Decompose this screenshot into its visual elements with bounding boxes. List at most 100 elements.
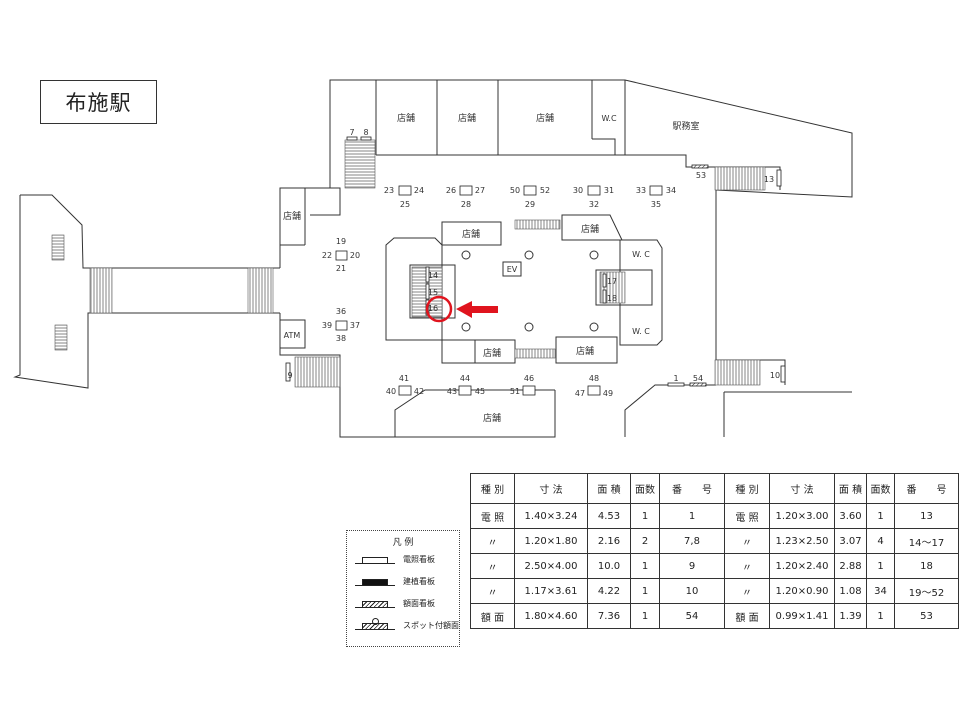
table-cell: 4 [866,528,895,554]
sign-number: 21 [336,264,346,273]
table-cell: 1 [866,603,895,629]
sign-number: 7 [349,128,354,137]
legend-item: 建植看板 [347,570,459,592]
sign-number: 29 [525,200,535,209]
sign-number: 52 [540,186,550,195]
sign-number: 17 [607,277,617,286]
station-name: 布施駅 [40,80,157,124]
legend-label: スポット付額面 [403,620,459,630]
legend-item: スポット付額面 [347,614,459,636]
table-cell: 〃 [724,553,770,579]
sign-numbers: 7 8 9 10 13 1 54 53 14 15 16 17 18 23 24… [287,128,780,398]
sign-number: 53 [696,171,706,180]
sign-number: 39 [322,321,332,330]
atm-label: ATM [284,331,301,340]
shop-label: 店舗 [581,223,599,235]
table-cell: 0.99×1.41 [769,603,835,629]
sign-number: 40 [386,387,396,396]
sign-plates [285,136,786,396]
column-header: 面 積 [587,473,631,504]
sign-number: 13 [764,175,774,184]
sign-number: 25 [400,200,410,209]
table-cell: 2.16 [587,528,631,554]
sign-number: 46 [524,374,534,383]
sign-number: 43 [447,387,457,396]
table-cell: 電 照 [470,503,515,529]
legend-item: 額面看板 [347,592,459,614]
table-cell: 4.53 [587,503,631,529]
sign-number: 34 [666,186,676,195]
sign-number: 27 [475,186,485,195]
table-cell: 14〜17 [894,528,959,554]
sign-number: 49 [603,389,613,398]
column-header: 面数 [866,473,895,504]
shop-label: 店舗 [458,112,476,124]
table-cell: 2.88 [834,553,867,579]
table-cell: 1 [866,553,895,579]
sign-number: 37 [350,321,360,330]
table-cell: 3.60 [834,503,867,529]
sign-number: 19 [336,237,346,246]
sign-number: 18 [607,294,617,303]
table-cell: 1.20×3.00 [769,503,835,529]
sign-number: 1 [673,374,678,383]
sign-number: 26 [446,186,456,195]
sign-number: 48 [589,374,599,383]
table-cell: 1.20×0.90 [769,578,835,604]
table-cell: 額 面 [470,603,515,629]
column-header: 番 号 [894,473,959,504]
column-header: 寸 法 [769,473,835,504]
sign-number: 24 [414,186,424,195]
table-cell: 〃 [724,528,770,554]
table-cell: 54 [659,603,725,629]
sign-number: 42 [414,387,424,396]
table-cell: 電 照 [724,503,770,529]
table-cell: 1 [659,503,725,529]
sign-number: 16 [428,304,438,313]
sign-number: 22 [322,251,332,260]
table-cell: 4.22 [587,578,631,604]
table-cell: 1.40×3.24 [514,503,588,529]
table-cell: 1.20×1.80 [514,528,588,554]
sign-number: 33 [636,186,646,195]
table-cell: 1 [866,503,895,529]
shop-label: 店舗 [397,112,415,124]
sign-number: 20 [350,251,360,260]
sign-number: 51 [510,387,520,396]
sign-number: 14 [428,271,438,280]
table-cell: 1.08 [834,578,867,604]
table-cell: 1.39 [834,603,867,629]
wc-label: W. C [632,250,650,259]
table-header-row: 種 別寸 法面 積面数番 号種 別寸 法面 積面数番 号 [470,473,959,504]
wc-label: W. C [632,327,650,336]
shop-label: 店舗 [536,112,554,124]
sign-number: 30 [573,186,583,195]
sign-number: 10 [770,371,780,380]
station-floor-plan: 店舗 店舗 店舗 W.C 駅務室 店舗 店舗 店舗 W. C W. C EV 店… [13,79,853,438]
sign-number: 35 [651,200,661,209]
table-cell: 1.17×3.61 [514,578,588,604]
table-cell: 18 [894,553,959,579]
legend-label: 電照看板 [403,554,435,564]
table-cell: 〃 [470,528,515,554]
table-cell: 2 [630,528,660,554]
column-header: 種 別 [470,473,515,504]
shop-label: 店舗 [283,210,301,222]
table-cell: 〃 [724,578,770,604]
legend-label: 建植看板 [403,576,435,586]
table-cell: 1 [630,503,660,529]
table-cell: 1.80×4.60 [514,603,588,629]
column-header: 面数 [630,473,660,504]
table-cell: 3.07 [834,528,867,554]
sign-number: 15 [428,288,438,297]
sign-number: 32 [589,200,599,209]
legend-label: 額面看板 [403,598,435,608]
sign-number: 9 [287,371,292,380]
sign-number: 41 [399,374,409,383]
column-header: 面 積 [834,473,867,504]
sign-number: 47 [575,389,585,398]
